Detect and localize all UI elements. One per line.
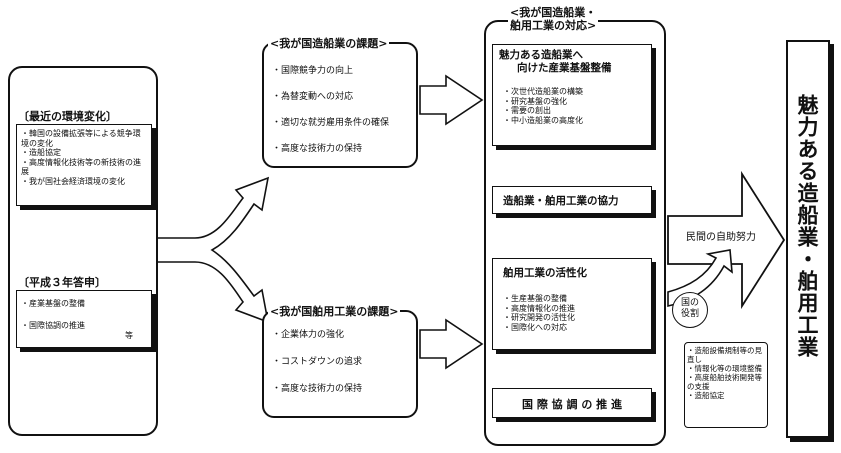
- shipbuilding-issue: 国際競争力の向上: [272, 66, 416, 77]
- env-title: 〔最近の環境変化〕: [18, 110, 117, 123]
- marine-issues-title: <我が国舶用工業の課題>: [268, 303, 401, 319]
- shipbuilding-issues-title: <我が国造船業の課題>: [268, 35, 390, 51]
- env-item: 造船協定: [21, 148, 148, 158]
- env-box: 韓国の設備拡張等による競争環境の変化 造船協定 高度情報化技術等の新技術の進展 …: [16, 124, 152, 206]
- arrow-marine-to-response: [419, 318, 484, 370]
- private-effort-label: 民間の自助努力: [686, 232, 756, 243]
- env-item: 高度情報化技術等の新技術の進展: [21, 158, 148, 177]
- goal-box: 魅力ある造船業・舶用工業: [786, 40, 830, 438]
- goal-arrow: [667, 170, 786, 310]
- infra-item: 需要の創出: [503, 106, 651, 116]
- marine-revitalize-item: 国際化への対応: [503, 323, 651, 333]
- marine-revitalize-item: 生産基盤の整備: [503, 294, 651, 304]
- marine-revitalize-title: 舶用工業の活性化: [503, 267, 587, 279]
- report-item: 産業基盤の整備: [21, 299, 148, 309]
- marine-issues-panel: 企業体力の強化 コストダウンの追求 高度な技術力の保持: [262, 310, 418, 418]
- gov-item: 造船設備規制等の見直し: [687, 346, 767, 364]
- infra-title: 魅力ある造船業へ 向けた産業基盤整備: [499, 49, 612, 74]
- cooperation-box: 造船業・舶用工業の協力: [492, 186, 652, 214]
- env-item: 我が国社会経済環境の変化: [21, 177, 148, 187]
- marine-issue: コストダウンの追求: [272, 357, 416, 368]
- gov-role-box: 造船設備規制等の見直し 情報化等の環境整備 高度船舶技術開発等の支援 造船協定: [684, 342, 768, 428]
- arrow-issues-to-response: [419, 74, 484, 126]
- marine-issue: 企業体力の強化: [272, 330, 416, 341]
- infra-box: 魅力ある造船業へ 向けた産業基盤整備 次世代造船業の構築 研究基盤の強化 需要の…: [492, 44, 652, 146]
- marine-issue: 高度な技術力の保持: [272, 384, 416, 395]
- fork-arrow: [149, 176, 270, 324]
- cooperation-label: 造船業・舶用工業の協力: [503, 195, 619, 207]
- response-title: <我が国造船業・ 舶用工業の対応>: [508, 6, 599, 32]
- report-box: 産業基盤の整備 国際協調の推進 等: [16, 290, 152, 348]
- gov-item: 造船協定: [687, 391, 767, 400]
- env-item: 韓国の設備拡張等による競争環境の変化: [21, 129, 148, 148]
- gov-role-circle: 国の 役割: [672, 292, 708, 328]
- gov-item: 情報化等の環境整備: [687, 364, 767, 373]
- goal-label: 魅力ある造船業・舶用工業: [795, 94, 819, 358]
- marine-revitalize-item: 高度情報化の推進: [503, 304, 651, 314]
- infra-item: 中小造船業の高度化: [503, 116, 651, 126]
- gov-role-label: 国の 役割: [680, 298, 699, 319]
- intl-box: 国 際 協 調 の 推 進: [492, 388, 652, 418]
- shipbuilding-issues-panel: 国際競争力の向上 為替変動への対応 適切な就労雇用条件の確保 高度な技術力の保持: [262, 42, 418, 168]
- report-item: 国際協調の推進: [21, 321, 148, 331]
- marine-revitalize-box: 舶用工業の活性化 生産基盤の整備 高度情報化の推進 研究開発の活性化 国際化への…: [492, 258, 652, 350]
- report-note: 等: [125, 331, 133, 340]
- report-title: 〔平成３年答申〕: [18, 276, 106, 289]
- infra-item: 次世代造船業の構築: [503, 87, 651, 97]
- shipbuilding-issue: 高度な技術力の保持: [272, 144, 416, 155]
- intl-label: 国 際 協 調 の 推 進: [522, 398, 622, 411]
- shipbuilding-issue: 為替変動への対応: [272, 92, 416, 103]
- marine-revitalize-item: 研究開発の活性化: [503, 313, 651, 323]
- shipbuilding-issue: 適切な就労雇用条件の確保: [272, 118, 416, 129]
- gov-item: 高度船舶技術開発等の支援: [687, 373, 767, 391]
- infra-item: 研究基盤の強化: [503, 97, 651, 107]
